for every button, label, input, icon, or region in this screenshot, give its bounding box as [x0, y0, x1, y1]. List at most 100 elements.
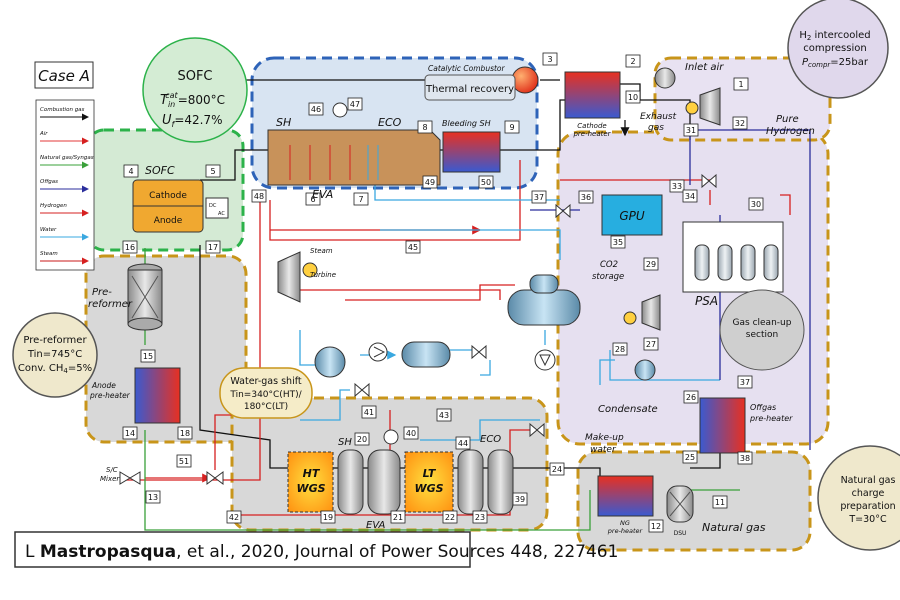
h2-compressor [699, 87, 721, 126]
stream-number-2-1: 2 [625, 54, 641, 68]
stream-number-37-36: 37 [531, 190, 547, 204]
stream-number-text: 49 [425, 178, 435, 187]
stream-number-42-42: 42 [226, 510, 242, 524]
stream-number-38-38: 38 [737, 451, 753, 465]
gas-cleanup-label: Gas clean-up [733, 318, 792, 328]
stream-number-text: 38 [740, 454, 750, 463]
stream-number-25-24: 25 [682, 450, 698, 464]
ng-prep-bubble [817, 445, 900, 551]
stream-number-text: 30 [751, 200, 761, 209]
stream-number-46-46: 46 [308, 102, 324, 116]
stream-number-text: 6 [310, 195, 315, 204]
stream-number-5-4: 5 [205, 164, 221, 178]
wgs-eva-label: EVA [366, 520, 385, 531]
offgas-compressor [641, 294, 661, 331]
stream-number-text: 37 [534, 193, 544, 202]
stream-number-text: 32 [735, 119, 745, 128]
stream-number-text: 23 [475, 513, 485, 522]
stream-number-text: 16 [125, 243, 135, 252]
cathode-preheater [564, 71, 621, 119]
stream-number-40-40: 40 [403, 426, 419, 440]
stream-number-text: 41 [364, 408, 374, 417]
stream-number-text: 13 [148, 493, 158, 502]
stream-number-text: 5 [210, 167, 215, 176]
ng-bubble-line2: charge [852, 488, 885, 499]
ng-bubble-line1: Natural gas [841, 475, 896, 486]
gas-cleanup-label2: section [746, 330, 778, 340]
natural-gas-label: Natural gas [702, 521, 766, 534]
valves [119, 173, 717, 485]
stream-number-51-51: 51 [176, 454, 192, 468]
steam-turbine-generator [302, 262, 318, 278]
stream-number-17-16: 17 [205, 240, 221, 254]
lt-wgs-label: LT [423, 467, 437, 480]
lt-wgs-label2: WGS [414, 482, 443, 495]
prereformer-bubble [12, 312, 98, 398]
stream-number-33-32: 33 [669, 179, 685, 193]
stream-number-text: 43 [439, 411, 449, 420]
prereformer-bubble-line1: Pre-reformer [23, 335, 87, 346]
legend-items: Combustion gas Air Natural gas/Syngas Of… [39, 107, 94, 265]
stream-number-text: 18 [180, 429, 190, 438]
ng-bubble-line3: preparation [840, 501, 895, 512]
sofc-stack [132, 179, 229, 233]
stream-number-text: 42 [229, 513, 239, 522]
condensate-label: Condensate [598, 404, 658, 415]
wgs-eco1 [457, 449, 484, 515]
h2-bubble-line2: compression [803, 43, 866, 54]
sc-mixer-label2: Mixer [100, 475, 120, 483]
prereformer-vessel [127, 263, 163, 331]
h2-bubble-line3: Pcompr=25bar [802, 57, 869, 69]
stream-number-text: 28 [615, 345, 625, 354]
prereformer-label: Pre- [92, 287, 112, 298]
stream-number-30-29: 30 [748, 197, 764, 211]
condenser [314, 346, 346, 378]
hrsg-sh-label: SH [276, 116, 291, 129]
ht-wgs-label2: WGS [296, 482, 325, 495]
stream-number-text: 47 [350, 100, 360, 109]
cathode-preheater-label: Cathode [577, 122, 606, 130]
stream-number-text: 14 [125, 429, 135, 438]
stream-number-text: 35 [613, 238, 623, 247]
stream-number-text: 9 [509, 123, 514, 132]
stream-number-24-23: 24 [549, 462, 565, 476]
legend-hydrogen: Hydrogen [40, 203, 67, 209]
stream-number-text: 45 [408, 243, 418, 252]
stream-number-14-13: 14 [122, 426, 138, 440]
sc-mixer-label: S/C [106, 466, 118, 474]
makeup-water-label2: water [590, 445, 617, 455]
stream-number-text: 2 [630, 57, 635, 66]
stream-number-1-0: 1 [733, 77, 749, 91]
stream-number-text: 22 [445, 513, 455, 522]
stream-number-text: 34 [685, 192, 695, 201]
case-box [34, 61, 94, 89]
h2-bubble-line1: H2 intercooled [799, 30, 870, 42]
co2-storage-label2: storage [592, 272, 624, 282]
stream-number-text: 36 [581, 193, 591, 202]
pure-hydrogen-label: Pure [776, 114, 799, 125]
h2-motor [685, 101, 699, 115]
stream-number-text: 20 [357, 435, 367, 444]
stream-number-text: 10 [628, 93, 638, 102]
stream-number-18-17: 18 [177, 426, 193, 440]
case-label: Case A [38, 67, 90, 85]
legend-offgas: Offgas [40, 179, 58, 185]
wgs-eco-label: ECO [480, 434, 501, 445]
stream-number-text: 4 [128, 167, 133, 176]
stream-number-15-14: 15 [140, 349, 156, 363]
gpu-label: GPU [619, 209, 645, 223]
stream-number-23-22: 23 [472, 510, 488, 524]
ht-wgs-label: HT [303, 467, 321, 480]
steam-drum [507, 274, 581, 326]
wgs-eco2 [487, 449, 514, 515]
h2-compression-bubble [787, 0, 889, 99]
psa-unit [682, 221, 784, 293]
lt-wgs [404, 451, 454, 513]
offgas-motor [623, 311, 637, 325]
stream-number-22-21: 22 [442, 510, 458, 524]
stream-number-text: 40 [406, 429, 416, 438]
dsu-label: DSU [674, 530, 687, 537]
thermal-recovery-box [424, 74, 516, 101]
inlet-air-label: Inlet air [685, 62, 724, 73]
